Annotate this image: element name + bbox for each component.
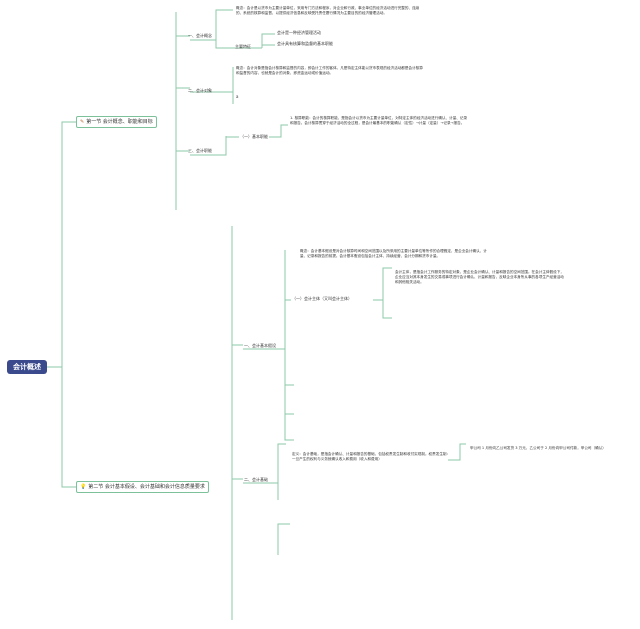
concept-text: 概念：会计是以货币为主要计量单位，采用专门方法和程序，对企业和行政、事业单位的经… [236, 6, 420, 16]
feature-item-1[interactable]: 会计是一种经济管理活动 [277, 30, 321, 35]
section-1-node[interactable]: ✎第一节 会计概念、职能和目标 [76, 116, 157, 128]
root-node[interactable]: 会计概述 [7, 360, 47, 374]
branch-accounting-object[interactable]: 二、会计对象 [188, 88, 212, 93]
feature-label[interactable]: 主要特征 [235, 44, 251, 49]
function-text: 1. 核算职能：会计的核算职能，是指会计以货币为主要计量单位，对特定主体的经济活… [290, 116, 468, 126]
branch-accounting-basis[interactable]: 二、会计基础 [244, 477, 268, 482]
section-2-label: 第二节 会计基本假设、会计基础和会计信息质量要求 [88, 484, 205, 490]
branch-accounting-function[interactable]: 三、会计职能 [188, 148, 212, 153]
lightbulb-icon: 💡 [80, 484, 87, 490]
accounting-entity-node[interactable]: （一）会计主体（又叫会计主体） [292, 296, 352, 301]
assumption-concept-text: 概念：会计基本假设是对会计核算时间和空间范围以及所采用的主要计量单位等所作的合理… [300, 249, 487, 259]
basis-text: 定义：会计基础，是指会计确认、计量和报告的基础，包括权责发生制和收付实现制。权责… [292, 452, 451, 462]
section-1-label: 第一节 会计概念、职能和目标 [86, 119, 153, 125]
basis-example-text: 甲公司 1 月份向乙公司发货 3 万元，乙公司于 2 月份向甲公司付款，甲公司（… [470, 446, 606, 450]
accounting-entity-text: 会计主体，是指会计工作服务的特定对象，是企业会计确认、计量和报告的空间范围。在会… [395, 270, 564, 285]
pencil-icon: ✎ [80, 119, 85, 125]
object-text: 概念：会计对象是指会计核算和监督的内容，即会计工作的客体。凡是特定主体能以货币表… [236, 66, 423, 76]
section-2-node[interactable]: 💡第二节 会计基本假设、会计基础和会计信息质量要求 [76, 481, 209, 493]
feature-item-2[interactable]: 会计具有核算和监督的基本职能 [277, 41, 333, 46]
basic-function-node[interactable]: （一）基本职能 [240, 134, 268, 139]
object-extra: a [236, 94, 239, 99]
branch-basic-assumption[interactable]: 一、会计基本假设 [244, 343, 276, 348]
branch-accounting-concept[interactable]: 一、会计概念 [188, 33, 212, 38]
